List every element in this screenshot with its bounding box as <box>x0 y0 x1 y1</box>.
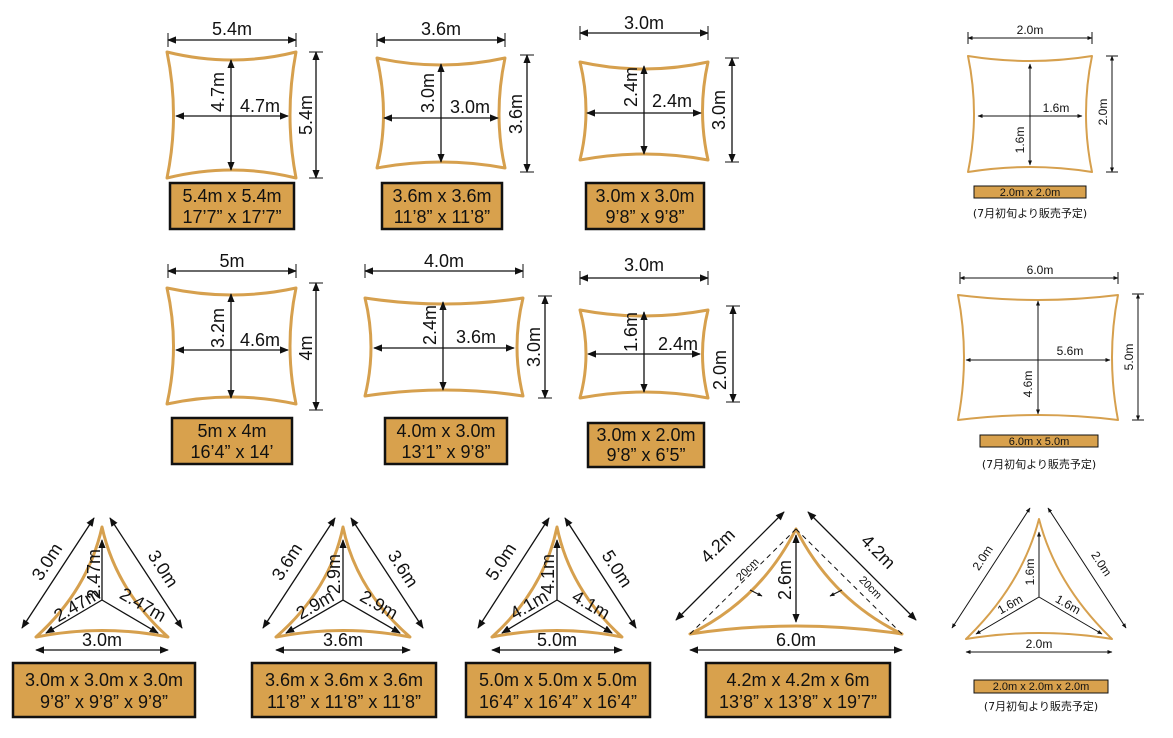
size-label-imperial: 9’8” x 6’5” <box>606 445 685 465</box>
dim-bottom: 5.0m <box>537 630 577 650</box>
size-label-metric: 2.0m x 2.0m x 2.0m <box>993 681 1090 693</box>
sail-square-3-6: 3.6m 3.0m 3.0m 3.6m 3.6m x 3.6m 11’8” x … <box>375 19 534 231</box>
dim-side: 3.0m <box>709 90 729 130</box>
dim-top: 5.4m <box>212 19 252 39</box>
dim-right: 5.0m <box>598 546 637 590</box>
size-label-metric: 3.0m x 3.0m x 3.0m <box>25 670 183 690</box>
size-label-imperial: 11’8” x 11’8” <box>394 207 490 227</box>
dim-side: 5.0m <box>1122 344 1136 371</box>
dim-left: 4.2m <box>697 525 739 567</box>
size-label-imperial: 9’8” x 9’8” <box>605 207 684 227</box>
size-label-imperial: 13’1” x 9’8” <box>401 442 490 462</box>
dim-inner-v: 1.6m <box>621 312 641 352</box>
dim-inner-3: 2.9m <box>357 586 402 623</box>
dim-left: 5.0m <box>482 539 521 583</box>
dim-inner-v: 1.6m <box>1013 127 1027 154</box>
dim-inner-3: 1.6m <box>1053 592 1083 617</box>
dim-left: 3.0m <box>28 539 67 583</box>
dim-top: 3.0m <box>624 255 664 275</box>
dim-inner-v: 2.4m <box>621 67 641 107</box>
size-label-imperial: 16’4” x 14’ <box>190 442 273 462</box>
dim-inner-h: 2.4m <box>652 91 692 111</box>
dim-top: 4.0m <box>424 251 464 271</box>
dim-right: 3.0m <box>144 546 183 590</box>
dim-inner-1: 4.1m <box>538 554 558 594</box>
dim-inner-3: 4.1m <box>569 586 614 623</box>
dim-bottom: 3.0m <box>82 630 122 650</box>
dim-inner-h: 3.0m <box>450 97 490 117</box>
dim-side: 4m <box>296 335 316 360</box>
dim-inner-h: 1.6m <box>1043 101 1070 115</box>
dim-bottom: 6.0m <box>776 630 816 650</box>
size-label-metric: 3.6m x 3.6m <box>392 186 491 206</box>
size-label-metric: 6.0m x 5.0m <box>1009 436 1070 448</box>
dim-inner-v: 3.2m <box>208 308 228 348</box>
dim-top: 5m <box>219 251 244 271</box>
release-note: (7月初旬より販売予定) <box>973 206 1087 220</box>
dim-inner-h: 4.7m <box>240 96 280 116</box>
dim-side: 3.6m <box>506 94 526 134</box>
size-label-metric: 5m x 4m <box>197 421 266 441</box>
sail-triangle-5-0: 5.0m 5.0m 4.1m 4.1m 4.1m 5.0m 5.0m x 5.0… <box>464 517 652 719</box>
size-label-metric: 2.0m x 2.0m <box>1000 187 1061 199</box>
sail-square-5-4: 5.4m 4.7m 4.7m 5.4m 5.4m x 5.4m 17’7” x … <box>165 19 323 231</box>
size-label-metric: 5.0m x 5.0m x 5.0m <box>479 670 637 690</box>
size-label-metric: 3.0m x 3.0m <box>595 186 694 206</box>
dim-top: 6.0m <box>1027 263 1054 277</box>
dim-inner-h: 2.4m <box>658 334 698 354</box>
size-label-imperial: 9’8” x 9’8” x 9’8” <box>40 692 168 712</box>
dim-top: 3.0m <box>624 13 664 33</box>
dim-bottom: 3.6m <box>323 630 363 650</box>
dim-offset-left: 20cm <box>734 556 762 584</box>
size-label-imperial: 16’4” x 16’4” x 16’4” <box>479 692 637 712</box>
dim-inner-1: 2.47m <box>84 549 104 599</box>
sail-rect-5x4: 5m 3.2m 4.6m 4m 5m x 4m 16’4” x 14’ <box>165 251 323 466</box>
dim-side: 2.0m <box>710 350 730 390</box>
dim-inner-v: 3.0m <box>418 73 438 113</box>
size-label-metric: 4.2m x 4.2m x 6m <box>726 670 869 690</box>
dim-inner-1: 1.6m <box>1023 559 1037 586</box>
dim-right: 2.0m <box>1088 549 1114 579</box>
dim-top: 3.6m <box>421 19 461 39</box>
size-label-imperial: 11’8” x 11’8” x 11’8” <box>267 692 421 712</box>
sail-triangle-3-6: 3.6m 3.6m 2.9m 2.9m 2.9m 3.6m 3.6m x 3.6… <box>250 517 438 719</box>
size-label-imperial: 17’7” x 17’7” <box>182 207 281 227</box>
sail-triangle-2-0: 2.0m 2.0m 1.6m 1.6m 1.6m 2.0m 2.0m x 2.0… <box>951 507 1127 713</box>
dim-side: 2.0m <box>1096 99 1110 126</box>
dim-bottom: 2.0m <box>1026 637 1053 651</box>
size-label-metric: 3.0m x 2.0m <box>596 425 695 445</box>
dim-inner-v: 4.6m <box>1021 371 1035 398</box>
dim-inner-v: 4.7m <box>208 72 228 112</box>
dim-left: 2.0m <box>970 543 996 573</box>
dim-left: 3.6m <box>268 539 307 583</box>
dim-inner-h: 5.6m <box>1057 344 1084 358</box>
dim-inner-h: 3.6m <box>456 327 496 347</box>
dim-inner-v: 2.4m <box>420 305 440 345</box>
dim-offset-right: 20cm <box>856 574 884 602</box>
size-label-imperial: 13’8” x 13’8” x 19’7” <box>719 692 877 712</box>
dim-side: 3.0m <box>524 327 544 367</box>
sail-rect-6x5: 6.0m 5.6m 4.6m 5.0m 6.0m x 5.0m (7月初旬より販… <box>957 263 1144 471</box>
dim-height: 2.6m <box>775 560 795 600</box>
release-note: (7月初旬より販売予定) <box>982 457 1096 471</box>
sail-triangle-3-0: 3.0m 3.0m 2.47m 2.47m 2.47m 3.0m 3.0m x … <box>11 517 197 719</box>
dim-inner-h: 4.6m <box>240 330 280 350</box>
release-note: (7月初旬より販売予定) <box>984 699 1098 713</box>
dim-right: 3.6m <box>384 546 423 590</box>
size-label-metric: 4.0m x 3.0m <box>396 421 495 441</box>
dim-inner-3: 2.47m <box>116 584 169 626</box>
sail-rect-3x2: 3.0m 1.6m 2.4m 2.0m 3.0m x 2.0m 9’8” x 6… <box>578 255 740 469</box>
dim-top: 2.0m <box>1017 23 1044 37</box>
sail-square-3-0: 3.0m 2.4m 2.4m 3.0m 3.0m x 3.0m 9’8” x 9… <box>578 13 739 231</box>
sail-rect-4x3: 4.0m 2.4m 3.6m 3.0m 4.0m x 3.0m 13’1” x … <box>363 251 552 466</box>
sail-triangle-right-4-2: 4.2m 4.2m 20cm 20cm 2.6m 6.0m 4.2m x 4.2… <box>675 511 917 719</box>
size-label-metric: 5.4m x 5.4m <box>182 186 281 206</box>
sail-square-2-0: 2.0m 1.6m 1.6m 2.0m 2.0m x 2.0m (7月初旬より販… <box>967 23 1118 220</box>
size-label-metric: 3.6m x 3.6m x 3.6m <box>265 670 423 690</box>
dim-side: 5.4m <box>296 95 316 135</box>
dim-inner-1: 2.9m <box>324 554 344 594</box>
dim-inner-2: 1.6m <box>995 592 1025 617</box>
